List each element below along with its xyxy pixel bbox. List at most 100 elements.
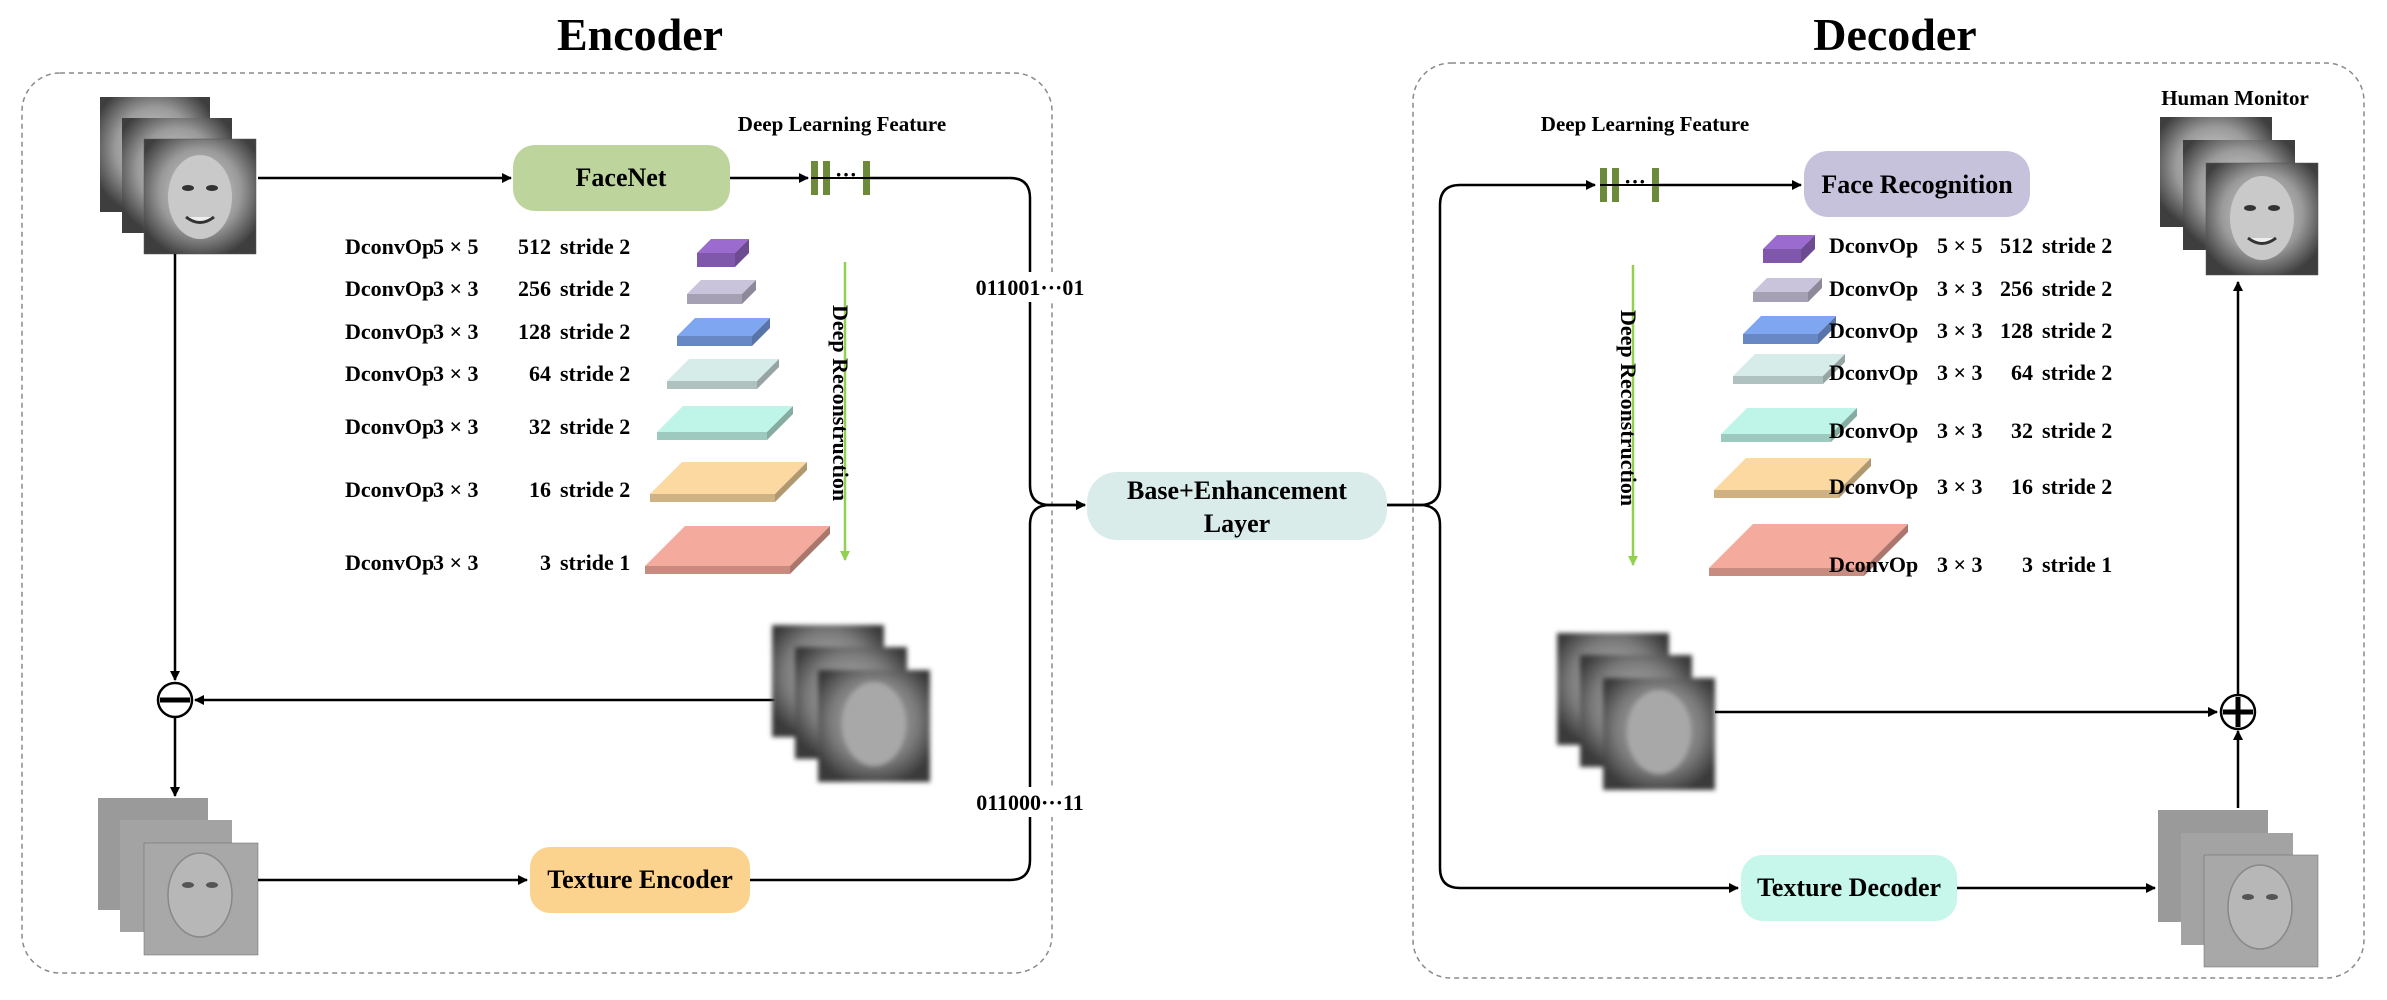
encoder-layer-stride: stride 2 [560, 361, 630, 386]
decoder-layer-slab-front [1709, 568, 1864, 576]
encoder-layer-slab-side [790, 526, 830, 574]
facenet-label: FaceNet [576, 163, 667, 192]
encoder-layer-op: DconvOp [345, 319, 434, 344]
decoder-layer-kernel: 3 × 3 [1937, 418, 1983, 443]
encoder-layer-channels: 256 [518, 276, 551, 301]
encoder-deep-reconstruction-label: Deep Reconstruction [828, 305, 853, 501]
encoder-layer-slab [697, 239, 749, 253]
decoder-layer-slab [1709, 524, 1908, 568]
decoder-layer-channels: 32 [2011, 418, 2033, 443]
add-operator-icon [2219, 693, 2257, 731]
encoder-layer-stride: stride 2 [560, 414, 630, 439]
human-monitor-label: Human Monitor [2161, 86, 2309, 110]
decoder-layer-kernel: 3 × 3 [1937, 552, 1983, 577]
decoder-layer-channels: 64 [2011, 360, 2033, 385]
decoder-layer-slab [1753, 278, 1822, 292]
encoder-layer-op: DconvOp [345, 361, 434, 386]
encoder-layer-slab-side [752, 318, 770, 346]
texture-decoder-node [1741, 855, 1957, 921]
decoder-layer-slab-side [1864, 524, 1908, 576]
decoder-layer-kernel: 5 × 5 [1937, 233, 1983, 258]
decoder-layer-row: DconvOp 3 × 3 32 stride 2 [1721, 408, 2112, 443]
encoder-layer-slab-front [687, 294, 742, 304]
decoder-layer-stride: stride 2 [2042, 418, 2112, 443]
texture-encoder-label: Texture Encoder [547, 865, 733, 894]
decoder-layer-slab-front [1714, 490, 1839, 498]
decoder-layer-stride: stride 2 [2042, 474, 2112, 499]
decoder-layer-op: DconvOp [1829, 360, 1918, 385]
edge-feature-to-center [870, 176, 1086, 510]
decoder-feature-vector-icon: ··· [1600, 168, 1659, 202]
decoder-deep-reconstruction-label: Deep Reconstruction [1616, 310, 1641, 506]
decoder-layer-slab [1721, 408, 1857, 434]
decoder-layer-channels: 3 [2022, 552, 2033, 577]
center-line-2: Layer [1204, 509, 1270, 538]
decoder-layer-slab-side [1808, 278, 1822, 302]
encoder-bits-bottom: 011000···11 [976, 790, 1084, 815]
decoder-title: Decoder [1813, 9, 1976, 60]
decoder-layer-channels: 256 [2000, 276, 2033, 301]
encoder-layer-channels: 64 [529, 361, 551, 386]
encoder-layer-slab [645, 526, 830, 566]
encoder-layer-channels: 128 [518, 319, 551, 344]
encoder-layer-stride: stride 1 [560, 550, 630, 575]
encoder-deep-feature-label: Deep Learning Feature [738, 112, 946, 136]
decoder-layer-slab-side [1801, 235, 1815, 263]
encoder-layer-stride: stride 2 [560, 477, 630, 502]
encoder-layer-op: DconvOp [345, 477, 434, 502]
encoder-feature-vector-icon: ··· [811, 161, 870, 195]
decoder-layer-kernel: 3 × 3 [1937, 318, 1983, 343]
encoder-layer-slab [677, 318, 770, 336]
encoder-layer-slab-front [677, 336, 752, 346]
encoder-layer-slab-front [645, 566, 790, 574]
encoder-layer-slab [650, 462, 807, 494]
decoder-layer-stride: stride 2 [2042, 318, 2112, 343]
encoder-layer-op: DconvOp [345, 550, 434, 575]
encoder-layer-slab [687, 280, 756, 294]
texture-encoder-node [530, 847, 750, 913]
encoder-title: Encoder [557, 9, 723, 60]
decoder-layer-op: DconvOp [1829, 418, 1918, 443]
decoder-layer-slab-front [1721, 434, 1831, 442]
encoder-layer-op: DconvOp [345, 234, 434, 259]
decoder-layer-slab [1733, 354, 1845, 376]
decoder-layer-kernel: 3 × 3 [1937, 276, 1983, 301]
encoder-layer-kernel: 3 × 3 [433, 276, 479, 301]
encoder-layer-slab-front [697, 253, 735, 267]
encoder-layer-channels: 16 [529, 477, 551, 502]
encoder-layer-kernel: 3 × 3 [433, 319, 479, 344]
encoder-layer-kernel: 3 × 3 [433, 414, 479, 439]
decoder-panel [1412, 62, 2365, 979]
decoder-layer-op: DconvOp [1829, 233, 1918, 258]
decoder-layer-stride: stride 2 [2042, 233, 2112, 258]
decoder-layer-slab-front [1743, 334, 1818, 344]
encoder-layer-slab-side [767, 406, 793, 440]
base-enhancement-layer-node [1087, 472, 1387, 540]
decoder-layer-slab [1714, 458, 1871, 490]
encoder-reconstructed-face-stack [772, 625, 930, 782]
encoder-residual-face-stack [98, 798, 259, 956]
edge-center-to-texture-decoder [1387, 503, 1739, 893]
decoder-layer-slab-side [1818, 316, 1836, 344]
decoder-layer-op: DconvOp [1829, 474, 1918, 499]
decoder-layer-slab-front [1753, 292, 1808, 302]
decoder-residual-face-stack [2158, 810, 2319, 968]
svg-text:···: ··· [835, 162, 857, 187]
encoder-layer-slab-front [657, 432, 767, 440]
encoder-bits-top: 011001···01 [976, 275, 1085, 300]
encoder-layer-kernel: 3 × 3 [433, 477, 479, 502]
encoder-layer-channels: 3 [540, 550, 551, 575]
decoder-layer-kernel: 3 × 3 [1937, 360, 1983, 385]
decoder-layer-op: DconvOp [1829, 276, 1918, 301]
human-monitor-face-stack [2160, 117, 2319, 276]
decoder-layer-slab-front [1733, 376, 1823, 384]
encoder-layer-channels: 512 [518, 234, 551, 259]
